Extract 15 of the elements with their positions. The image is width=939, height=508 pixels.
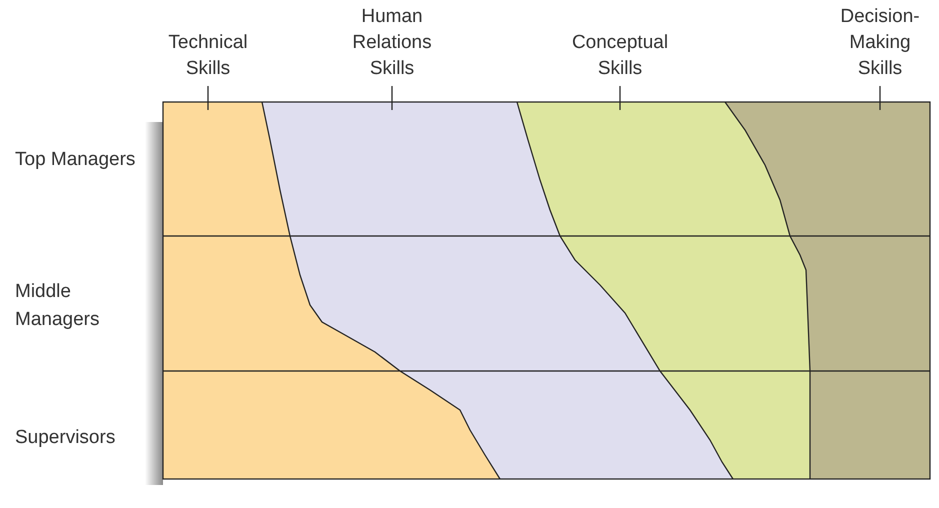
column-label: Technical Skills xyxy=(158,30,258,82)
column-label: Conceptual Skills xyxy=(565,30,675,82)
skill-band xyxy=(262,102,733,479)
leader-line xyxy=(391,86,393,110)
leader-line xyxy=(619,86,621,110)
row-label: Supervisors xyxy=(15,426,116,450)
skill-band xyxy=(725,102,930,479)
leader-line xyxy=(879,86,881,110)
leader-line xyxy=(207,86,209,110)
column-label: Decision-Making Skills xyxy=(825,4,935,82)
skill-band xyxy=(163,102,500,479)
skill-band xyxy=(517,102,810,479)
row-label: Top Managers xyxy=(15,148,136,172)
row-label: Middle Managers xyxy=(15,280,100,332)
column-label: Human Relations Skills xyxy=(347,4,437,82)
